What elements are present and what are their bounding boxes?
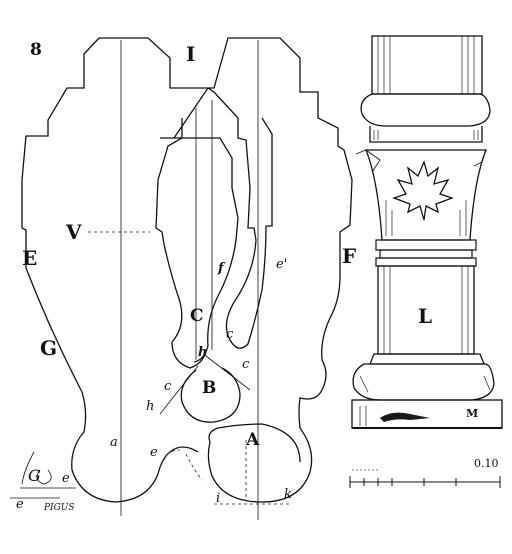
label-k: k	[284, 487, 292, 502]
diagonal-c	[205, 355, 251, 391]
label-L: L	[418, 304, 433, 328]
capital-bell	[365, 149, 487, 241]
label-h-upper: h	[198, 345, 208, 360]
astragal	[360, 93, 491, 127]
leaf-ornament	[392, 160, 454, 221]
label-e-sig: e	[16, 497, 24, 512]
signature-flourish	[20, 451, 76, 489]
outer-profile-left	[21, 37, 202, 503]
label-f: f	[218, 261, 224, 276]
base-torus	[352, 363, 495, 401]
label-e-mid: e	[150, 445, 158, 460]
scale-bar	[349, 469, 501, 488]
label-G-sig: G	[28, 466, 41, 485]
label-V: V	[66, 220, 82, 244]
bead-B	[180, 367, 241, 423]
label-I: I	[186, 42, 196, 66]
label-i: i	[216, 491, 221, 506]
lower-torus	[208, 423, 301, 463]
label-h-lower: h	[146, 399, 155, 414]
label-a: a	[110, 435, 118, 450]
label-C: C	[190, 306, 204, 326]
label-E: E	[22, 246, 38, 270]
outer-profile-right	[202, 37, 353, 503]
column-elevation	[351, 35, 503, 429]
signature: PIGUS	[44, 503, 75, 513]
figure-number: 8	[30, 40, 42, 60]
neck-ring-3	[375, 257, 477, 267]
label-B: B	[202, 378, 217, 398]
label-M: M	[466, 407, 479, 420]
label-G: G	[40, 336, 58, 360]
scale-label: 0.10	[474, 457, 499, 470]
inner-profile-left	[155, 118, 207, 369]
label-e-prime: e'	[276, 257, 288, 272]
label-c-upper: c	[226, 327, 234, 342]
inner-neck	[174, 137, 239, 363]
lower-dashed-arc	[163, 449, 203, 481]
base-fillet	[369, 353, 485, 365]
upper-shaft	[371, 35, 483, 95]
label-e-low: e	[62, 471, 70, 486]
label-c-right: c	[242, 357, 250, 372]
plinth	[351, 399, 503, 429]
label-A: A	[246, 430, 260, 450]
label-c-left: c	[164, 379, 172, 394]
neck-ring-1	[375, 239, 477, 251]
neck-ring-2	[379, 249, 473, 259]
fillet	[369, 126, 483, 143]
inner-profile	[160, 87, 273, 349]
diagonal-h	[159, 365, 199, 415]
label-F: F	[342, 244, 357, 268]
